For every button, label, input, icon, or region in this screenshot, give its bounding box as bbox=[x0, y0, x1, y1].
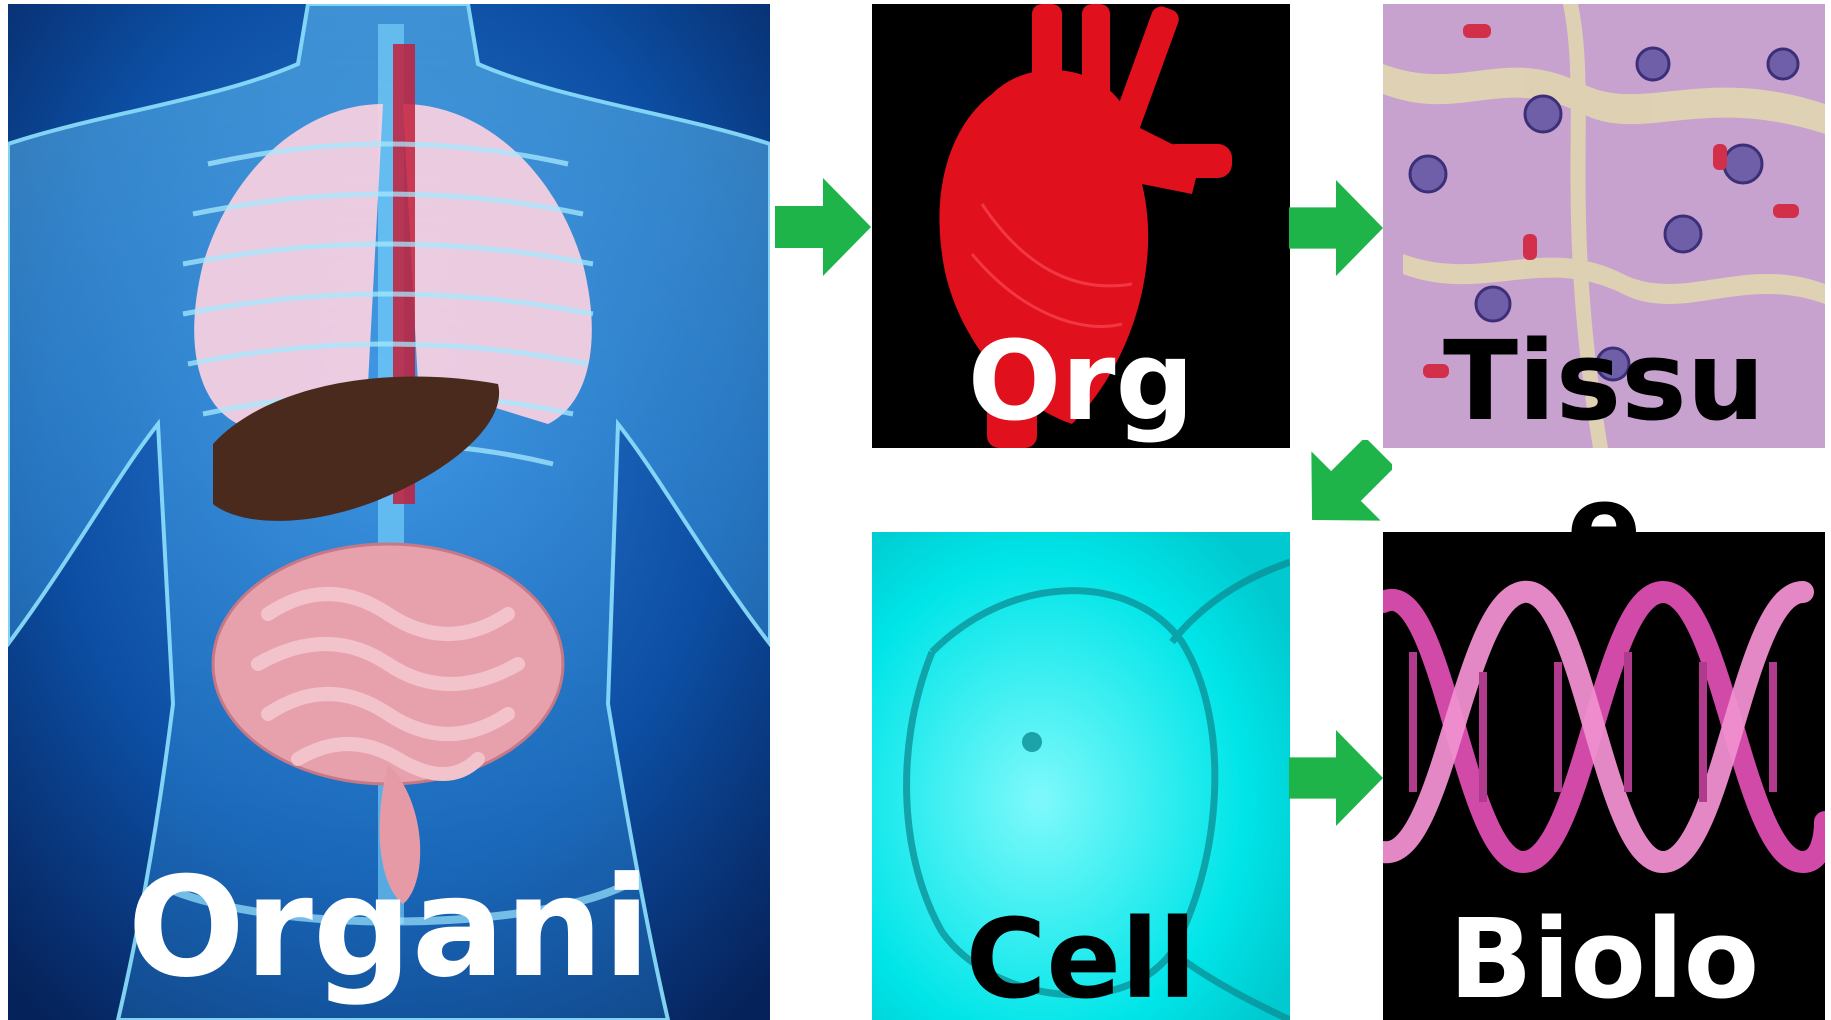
tissue-label-overflow: e bbox=[1383, 470, 1825, 536]
organ-panel: Org bbox=[872, 4, 1290, 448]
molecule-label: Biolo bbox=[1383, 904, 1825, 1014]
arrow-right-icon bbox=[1288, 730, 1384, 826]
cell-panel: Cell bbox=[872, 532, 1290, 1020]
arrow-right-icon bbox=[775, 178, 871, 276]
cell-label: Cell bbox=[872, 904, 1290, 1014]
organism-panel: Organi bbox=[8, 4, 770, 1020]
tissue-label: Tissu bbox=[1383, 326, 1825, 436]
organ-label: Org bbox=[872, 326, 1290, 436]
arrow-down-left-icon bbox=[1300, 440, 1392, 532]
tissue-panel: Tissu bbox=[1383, 4, 1825, 448]
molecule-panel: Biolo bbox=[1383, 532, 1825, 1020]
arrow-right-icon bbox=[1288, 180, 1384, 276]
organism-label: Organi bbox=[8, 859, 770, 997]
